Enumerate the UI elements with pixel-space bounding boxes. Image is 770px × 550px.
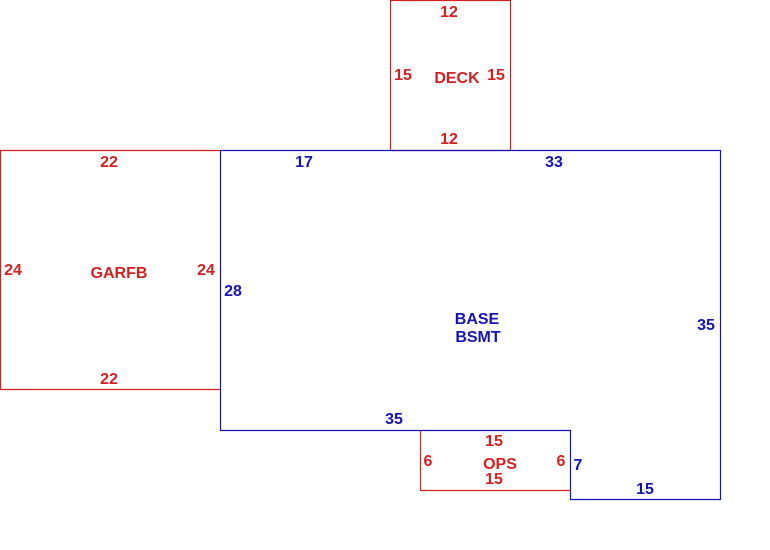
deck-area: 12 15 DECK 15 12 — [389, 0, 512, 152]
porch-top-dimension: 15 — [485, 433, 503, 450]
base-right-dimension: 35 — [697, 317, 715, 334]
garage-area: 22 24 GARFB 24 22 — [0, 149, 221, 391]
base-top-left-dimension: 17 — [295, 154, 313, 171]
garage-left-dimension: 24 — [4, 262, 22, 279]
garage-right-dimension: 24 — [197, 262, 215, 279]
garage-label: GARFB — [91, 265, 148, 282]
base-left-dimension: 28 — [224, 283, 242, 300]
deck-bottom-dimension: 12 — [440, 131, 458, 148]
porch-area: 15 6 OPS 6 15 — [419, 430, 571, 492]
garage-outline — [0, 149, 221, 391]
deck-label: DECK — [434, 70, 480, 87]
porch-label: OPS — [483, 456, 517, 473]
garage-top-dimension: 22 — [100, 154, 118, 171]
base-label-line1: BASE — [455, 311, 500, 328]
deck-top-dimension: 12 — [440, 4, 458, 21]
porch-left-dimension: 6 — [424, 453, 433, 470]
porch-bottom-dimension: 15 — [485, 471, 503, 488]
base-bottom-right-dimension: 15 — [636, 481, 654, 498]
garage-bottom-dimension: 22 — [100, 371, 118, 388]
base-outline — [219, 149, 722, 501]
base-notch-dimension: 7 — [574, 457, 583, 474]
porch-right-dimension: 6 — [557, 453, 566, 470]
porch-outline — [419, 430, 571, 492]
base-label-line2: BSMT — [455, 329, 501, 346]
base-top-right-dimension: 33 — [545, 154, 563, 171]
deck-right-dimension: 15 — [487, 67, 505, 84]
base-area: 17 33 28 BASE BSMT 35 35 7 15 — [219, 149, 722, 501]
deck-left-dimension: 15 — [394, 67, 412, 84]
base-bottom-left-dimension: 35 — [385, 411, 403, 428]
